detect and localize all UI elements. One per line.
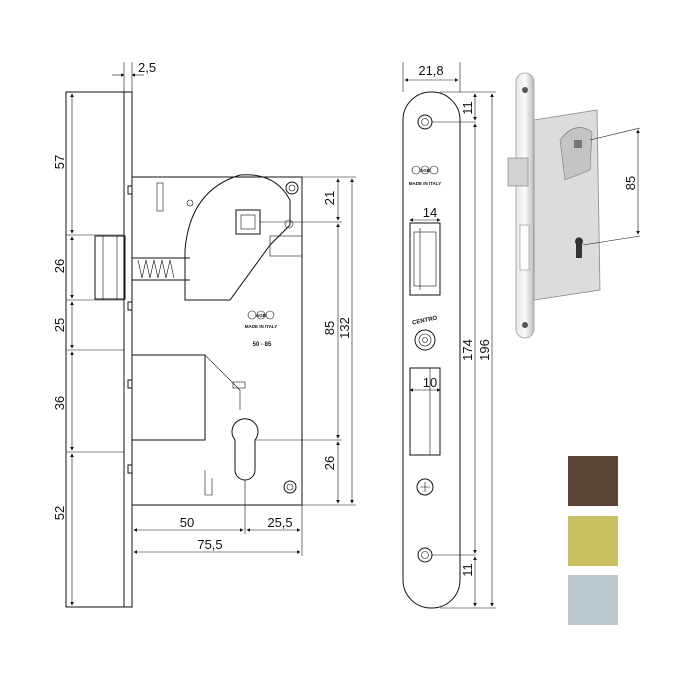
- photo-dim-centre-distance: 85: [623, 176, 638, 190]
- door-edge-outline: [65, 91, 133, 608]
- side-view: AGB MADE IN ITALY 50 - 85 2,5 57 26 25 3…: [52, 60, 356, 608]
- body-model: 50 - 85: [253, 342, 272, 348]
- handle-square-hole: [235, 209, 261, 235]
- photo-cylinder-hole: [575, 237, 583, 258]
- faceplate-side: [123, 91, 133, 608]
- lock-body: [131, 176, 303, 506]
- dim-centre-distance: 85: [322, 321, 337, 335]
- dim-body-depth: 75,5: [197, 537, 222, 552]
- body-recess: [132, 354, 241, 410]
- latch-bolt: [94, 235, 126, 300]
- centro-mark: [414, 329, 436, 351]
- dim-plate-length: 196: [477, 339, 492, 361]
- dim-hole-span: 174: [460, 339, 475, 361]
- dim-bottom: 52: [52, 506, 67, 520]
- lock-photo: 85: [507, 72, 641, 339]
- dim-bolt-width: 10: [423, 375, 437, 390]
- centro-label: CENTRO: [412, 315, 438, 326]
- body-brand-logo: AGB MADE IN ITALY 50 - 85: [245, 310, 278, 348]
- plate-brand-logo: AGB MADE IN ITALY: [409, 165, 442, 186]
- slot-mark: [232, 381, 246, 389]
- front-plate-view: AGB MADE IN ITALY 14 CENTRO 10 21,8 11 1…: [402, 62, 496, 609]
- dim-top-hole: 11: [460, 101, 475, 115]
- dim-top: 57: [52, 155, 67, 169]
- finish-swatch-bronze: [568, 456, 618, 506]
- plate-brand-text: AGB: [420, 168, 431, 173]
- dim-backset: 50: [180, 515, 194, 530]
- dim-plate-width: 21,8: [418, 63, 443, 78]
- handle-follower: [184, 174, 291, 301]
- finish-swatch-chrome: [568, 575, 618, 625]
- dim-cyl-from-bottom: 26: [322, 456, 337, 470]
- body-brand-text: AGB: [256, 313, 267, 318]
- dim-handle-from-top: 21: [322, 191, 337, 205]
- photo-faceplate: [515, 72, 535, 339]
- screw-icon: [416, 478, 434, 496]
- left-extension-lines: [66, 234, 124, 453]
- dim-body-height: 132: [337, 317, 352, 339]
- dim-plate-thickness: 2,5: [138, 60, 156, 75]
- photo-latch: [507, 157, 529, 187]
- cylinder-cutout: [231, 418, 259, 481]
- dim-latch-width: 14: [423, 205, 437, 220]
- latch-window: [409, 222, 441, 296]
- dim-latch: 26: [52, 259, 67, 273]
- dim-cyl-upper: 36: [52, 396, 67, 410]
- body-made-in: MADE IN ITALY: [245, 324, 278, 329]
- dim-bottom-hole: 11: [460, 563, 475, 577]
- finish-swatch-brass: [568, 516, 618, 566]
- latch-spring: [137, 259, 175, 279]
- faceplate: [402, 91, 461, 609]
- plate-made-in: MADE IN ITALY: [409, 181, 442, 186]
- dim-cyl-to-back: 25,5: [267, 515, 292, 530]
- dim-mid: 25: [52, 318, 67, 332]
